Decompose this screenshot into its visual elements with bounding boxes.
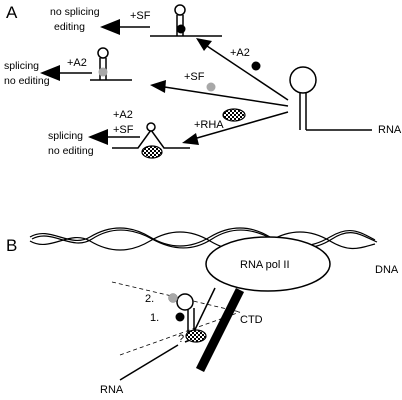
rna-pol-ii	[205, 236, 331, 292]
unknown-mark: ?	[178, 333, 184, 345]
sf-arrow-factor: +SF	[184, 71, 205, 83]
order-1-label: 1.	[150, 312, 159, 324]
top-bound-a2	[176, 24, 186, 34]
mid-factor: +A2	[67, 57, 87, 69]
top-result-line1: no splicing	[50, 6, 100, 18]
rna-stem-loop-start	[289, 66, 372, 131]
arrow-a2	[196, 38, 289, 101]
sf-dot	[206, 82, 216, 92]
order-2-label: 2.	[145, 293, 154, 305]
top-factor: +SF	[130, 10, 151, 22]
middle-result-arrow	[40, 65, 92, 81]
polymerase-label: RNA pol II	[240, 259, 290, 271]
rna-label-a: RNA	[378, 124, 402, 136]
bottom-result-arrow	[88, 129, 140, 145]
rna-label-b: RNA	[100, 384, 124, 396]
sf-factor-b	[168, 293, 178, 303]
dna-helix	[29, 227, 378, 251]
bottom-bound-rha	[141, 145, 163, 159]
a2-dot	[251, 61, 261, 71]
rha-arrow-factor: +RHA	[194, 119, 224, 131]
bottom-factor-2: +SF	[113, 124, 134, 136]
middle-bound-sf	[98, 67, 108, 77]
top-product-hairpin	[150, 4, 222, 37]
bottom-factor-1: +A2	[113, 109, 133, 121]
top-result-arrow	[100, 19, 150, 35]
panel-b-label: B	[6, 236, 17, 255]
rha-factor-b	[185, 329, 207, 343]
a2-factor-b	[175, 312, 185, 322]
bottom-result-line1: splicing	[48, 130, 83, 142]
ctd-label: CTD	[240, 314, 263, 326]
middle-product-hairpin	[90, 47, 132, 81]
arrow-sf	[150, 80, 289, 107]
bottom-result-line2: no editing	[48, 145, 94, 157]
mid-result-line2: no editing	[4, 75, 50, 87]
bottom-product-melted	[112, 122, 190, 149]
mid-result-line1: splicing	[4, 60, 39, 72]
dna-label: DNA	[375, 264, 399, 276]
top-result-line2: editing	[54, 21, 85, 33]
ctd-bar	[195, 287, 245, 373]
arrow-rha	[182, 111, 289, 145]
panel-a-label: A	[6, 3, 18, 22]
rha-complex	[222, 108, 246, 122]
a2-arrow-factor: +A2	[230, 47, 250, 59]
